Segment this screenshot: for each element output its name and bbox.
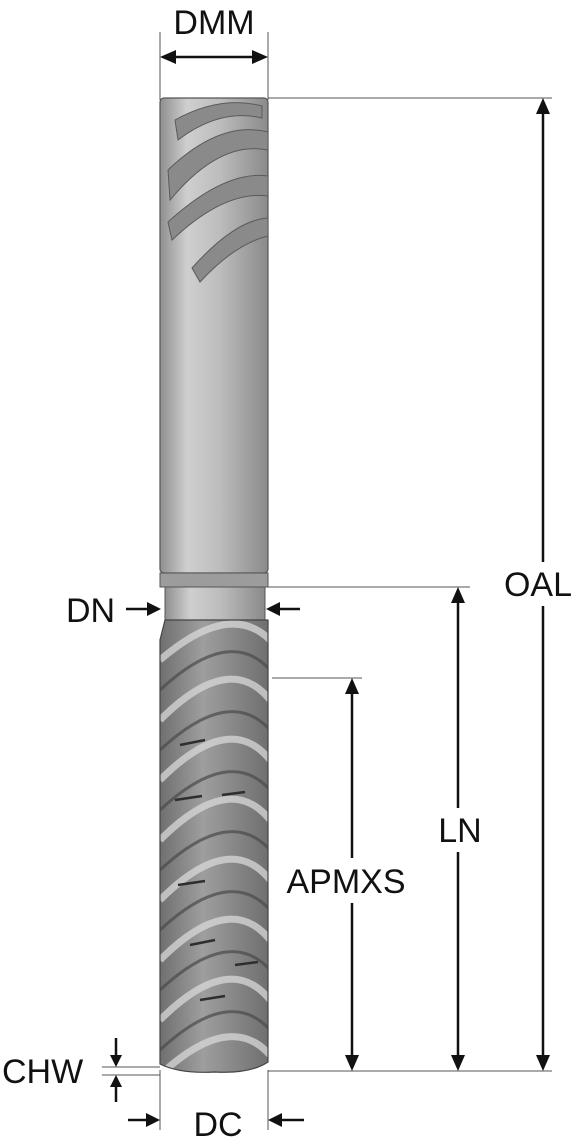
dimension-dc: DC (128, 1106, 304, 1144)
end-mill-tool (159, 97, 269, 1073)
label-oal: OAL (504, 566, 572, 604)
shank-top-grooves (167, 102, 268, 283)
label-chw: CHW (2, 1053, 83, 1091)
cutting-section (160, 620, 268, 1073)
label-ln: LN (438, 812, 481, 850)
dimension-dn: DN (66, 592, 300, 630)
neck-band (159, 572, 269, 588)
label-dmm: DMM (173, 4, 254, 42)
label-apmxs: APMXS (286, 863, 405, 901)
label-dc: DC (193, 1106, 242, 1144)
dimension-apmxs: APMXS (286, 678, 406, 1071)
dimension-dmm: DMM (160, 4, 268, 64)
extension-lines (102, 32, 552, 1130)
dimension-chw: CHW (2, 1038, 122, 1102)
dimension-oal: OAL (504, 98, 572, 1071)
dimension-ln: LN (438, 587, 482, 1071)
label-dn: DN (66, 592, 115, 630)
